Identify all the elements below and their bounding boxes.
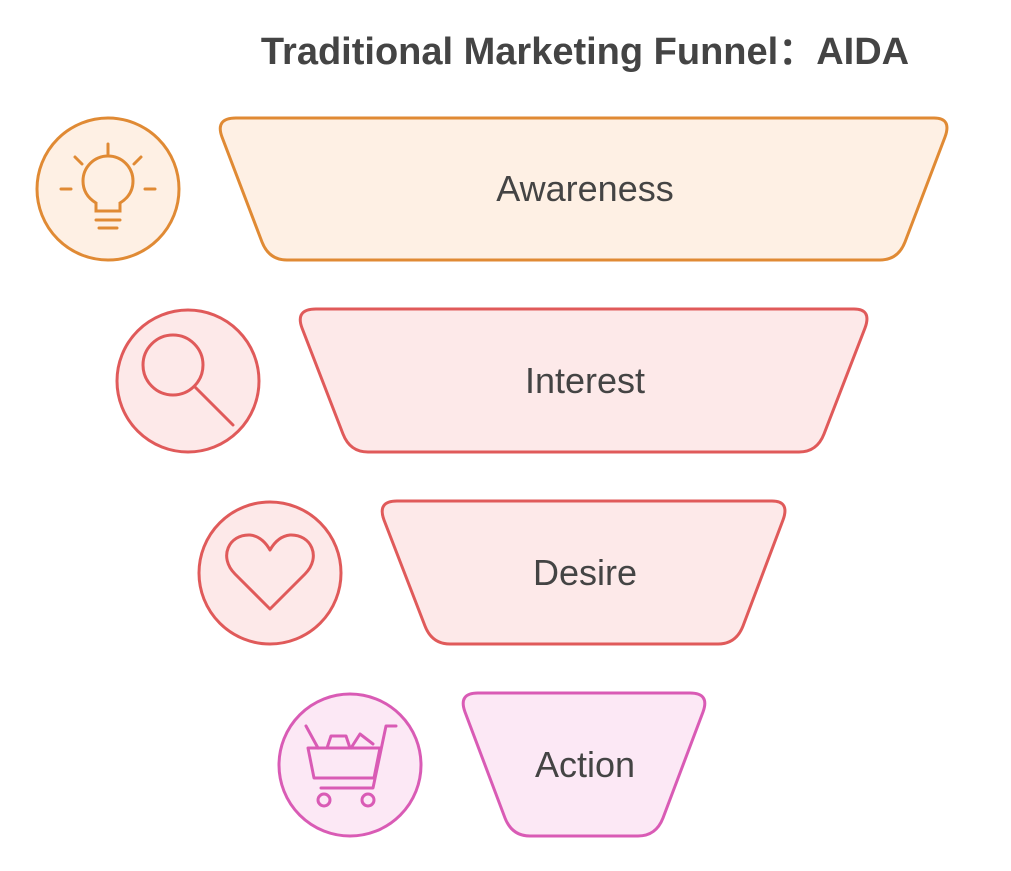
funnel-stage-action: Action	[277, 691, 707, 838]
funnel-band-action	[461, 691, 707, 838]
stage-label-desire: Desire	[533, 552, 637, 593]
heart-icon	[197, 500, 343, 646]
funnel-stage-awareness: Awareness	[35, 116, 949, 262]
stage-label-awareness: Awareness	[496, 168, 673, 209]
diagram-title: Traditional Marketing Funnel：AIDA	[261, 31, 909, 73]
funnel-band-desire	[380, 499, 787, 646]
funnel-band-interest	[298, 307, 869, 454]
funnel-stage-interest: Interest	[115, 307, 869, 454]
stage-label-interest: Interest	[525, 360, 645, 401]
funnel-stage-desire: Desire	[197, 499, 787, 646]
stage-label-action: Action	[535, 744, 635, 785]
shopping-cart-icon	[277, 692, 423, 838]
lightbulb-icon	[35, 116, 181, 262]
magnifier-icon	[115, 308, 261, 454]
funnel-band-awareness	[218, 116, 949, 262]
